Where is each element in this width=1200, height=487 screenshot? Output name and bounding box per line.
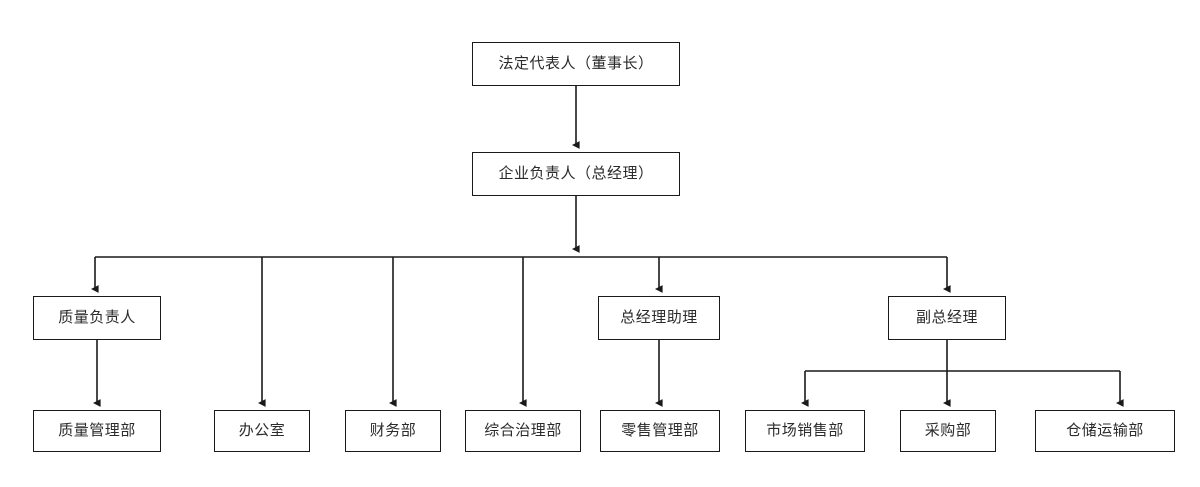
node-label: 总经理助理: [620, 309, 698, 326]
node-label: 仓储运输部: [1066, 422, 1144, 439]
node-comprehensive-governance-dept[interactable]: 综合治理部: [465, 410, 581, 452]
node-label: 财务部: [369, 422, 417, 439]
node-label: 办公室: [238, 422, 286, 439]
node-label: 副总经理: [915, 309, 978, 326]
node-label: 质量管理部: [58, 422, 136, 439]
node-label: 零售管理部: [621, 422, 699, 439]
node-legal-representative[interactable]: 法定代表人（董事长）: [472, 42, 680, 86]
node-warehouse-transport-dept[interactable]: 仓储运输部: [1035, 410, 1175, 452]
node-purchasing-dept[interactable]: 采购部: [900, 410, 996, 452]
node-retail-management-dept[interactable]: 零售管理部: [600, 410, 720, 452]
node-label: 采购部: [924, 422, 972, 439]
node-gm-assistant[interactable]: 总经理助理: [598, 296, 720, 340]
node-label: 法定代表人（董事长）: [498, 55, 654, 72]
node-quality-management-dept[interactable]: 质量管理部: [33, 410, 161, 452]
node-office-dept[interactable]: 办公室: [214, 410, 310, 452]
node-market-sales-dept[interactable]: 市场销售部: [745, 410, 865, 452]
node-general-manager[interactable]: 企业负责人（总经理）: [472, 152, 680, 196]
node-finance-dept[interactable]: 财务部: [345, 410, 441, 452]
node-quality-officer[interactable]: 质量负责人: [33, 296, 161, 340]
node-label: 综合治理部: [484, 422, 562, 439]
node-deputy-general-manager[interactable]: 副总经理: [888, 296, 1006, 340]
node-label: 企业负责人（总经理）: [498, 165, 654, 182]
node-label: 质量负责人: [58, 309, 136, 326]
node-label: 市场销售部: [766, 422, 844, 439]
